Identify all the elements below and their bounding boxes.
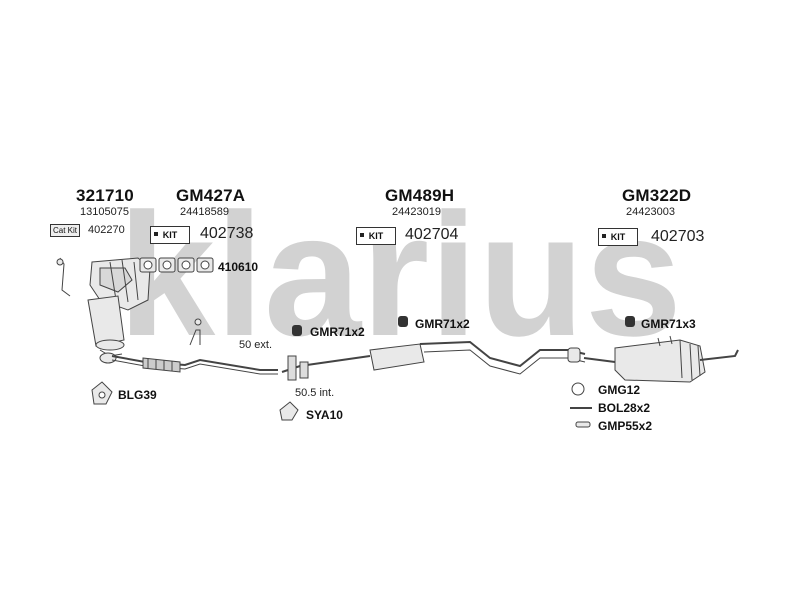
gasket-set [139,257,214,273]
kit-number-4: 402703 [651,228,705,245]
kit-number-1: 402270 [88,224,125,236]
centre-silencer [281,340,586,381]
manifold-catalyst [56,257,151,357]
kit-number-3: 402704 [405,226,459,243]
mount-label-1: GMR71x2 [310,325,365,339]
paste-label: GMP55x2 [598,419,653,433]
oem-number-1: 13105075 [80,206,129,218]
kit-badge-3: KIT [356,227,396,245]
bolt-label: BOL28x2 [598,401,651,415]
oem-number-3: 24423019 [392,206,441,218]
gasket-set-label: 410610 [218,260,259,274]
kit-badge-4: KIT [598,228,638,246]
front-pipe [99,318,278,375]
pipe-int-label: 50.5 int. [295,387,335,399]
part-number-3: GM489H [385,186,455,205]
clamp-label: BLG39 [118,388,157,402]
catkit-badge: Cat Kit [50,224,81,237]
bracket-label: SYA10 [306,408,343,422]
part-number-1: 321710 [76,186,134,205]
mount-label-2: GMR71x2 [415,317,470,331]
kit-badge-2: KIT [150,226,190,244]
pipe-ext-label: 50 ext. [239,339,273,351]
ring-label: GMG12 [598,383,641,397]
kit-number-2: 402738 [200,225,254,242]
rear-silencer [583,335,739,383]
part-number-4: GM322D [622,186,692,205]
part-number-2: GM427A [176,186,246,205]
accessory-icons [91,381,592,428]
watermark-text: klarius [118,178,682,373]
oem-number-2: 24418589 [180,206,229,218]
oem-number-4: 24423003 [626,206,675,218]
mount-label-3: GMR71x3 [641,317,696,331]
